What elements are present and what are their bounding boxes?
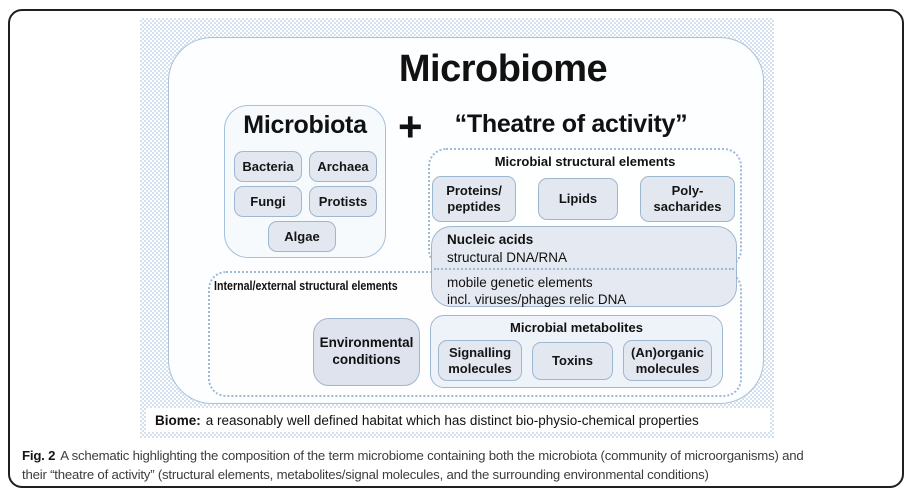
biome-text: a reasonably well defined habitat which … bbox=[205, 412, 699, 428]
pill-signalling-molecules: Signalling molecules bbox=[438, 340, 522, 381]
nucleic-acids-box bbox=[431, 226, 737, 307]
plus-sign: + bbox=[398, 103, 423, 150]
pill-anorganic-molecules: (An)organic molecules bbox=[623, 340, 712, 381]
nucleic-structural-line: structural DNA/RNA bbox=[447, 250, 568, 265]
pill-polysacharides: Poly- sacharides bbox=[640, 176, 735, 222]
theatre-of-activity-title: “Theatre of activity” bbox=[454, 110, 688, 138]
internal-external-label: Internal/external structural elements bbox=[214, 278, 398, 293]
microbiome-title: Microbiome bbox=[398, 48, 608, 90]
pill-archaea: Archaea bbox=[309, 151, 377, 182]
pill-lipids: Lipids bbox=[538, 178, 618, 220]
pill-toxins: Toxins bbox=[532, 342, 613, 380]
pill-proteins-peptides: Proteins/ peptides bbox=[432, 176, 516, 222]
nucleic-acids-title: Nucleic acids bbox=[447, 232, 534, 247]
pill-fungi: Fungi bbox=[234, 186, 302, 217]
mobile-genetic-line-2: incl. viruses/phages relic DNA bbox=[447, 292, 627, 307]
pill-protists: Protists bbox=[309, 186, 377, 217]
caption-text-1: A schematic highlighting the composition… bbox=[60, 448, 804, 463]
environmental-conditions-box: Environmental conditions bbox=[313, 318, 420, 386]
biome-definition-strip: Biome: a reasonably well defined habitat… bbox=[146, 408, 770, 432]
microbiota-title: Microbiota bbox=[243, 111, 367, 139]
pill-algae: Algae bbox=[268, 221, 336, 252]
structural-elements-title: Microbial structural elements bbox=[494, 154, 676, 169]
figure-caption-line-2: their “theatre of activity” (structural … bbox=[22, 467, 709, 482]
metabolites-title: Microbial metabolites bbox=[510, 320, 643, 335]
nucleic-dotted-divider bbox=[434, 268, 734, 270]
biome-label: Biome: bbox=[155, 412, 201, 428]
caption-fig-label: Fig. 2 bbox=[22, 448, 56, 463]
pill-bacteria: Bacteria bbox=[234, 151, 302, 182]
figure-caption-line-1: Fig. 2 A schematic highlighting the compo… bbox=[22, 446, 804, 465]
mobile-genetic-line-1: mobile genetic elements bbox=[447, 275, 593, 290]
